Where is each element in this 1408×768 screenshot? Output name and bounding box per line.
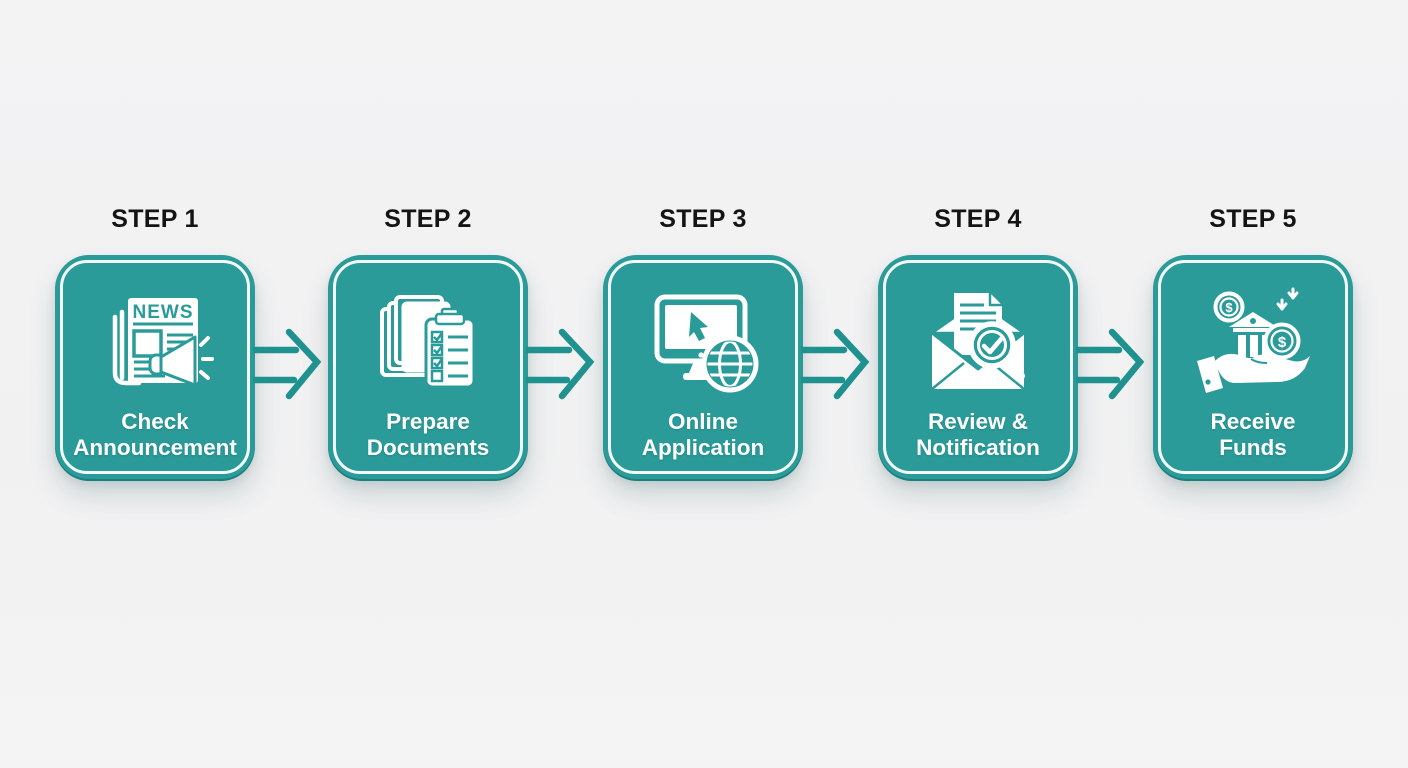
step-5-title: STEP 5 — [1209, 205, 1297, 233]
step-card-review-notification: Review & Notification — [878, 255, 1078, 479]
documents-clipboard-icon — [368, 277, 488, 405]
step-3-title: STEP 3 — [659, 205, 747, 233]
step-card-label: Prepare Documents — [366, 408, 490, 460]
step-card-check-announcement: NEWS Check Announcement — [55, 255, 255, 479]
arrow-right-icon-2 — [526, 328, 595, 400]
computer-globe-icon — [643, 277, 763, 405]
coin-dollar-text: $ — [1225, 300, 1233, 315]
step-card-label: Review & Notification — [916, 408, 1040, 460]
envelope-magnifier-icon — [918, 277, 1038, 405]
step-4-title: STEP 4 — [934, 205, 1022, 233]
arrow-right-icon-1 — [253, 328, 322, 400]
arrow-right-icon-3 — [801, 328, 870, 400]
step-card-label: Online Application — [641, 408, 765, 460]
step-card-label: Check Announcement — [73, 408, 237, 460]
step-card-label: Receive Funds — [1210, 408, 1296, 460]
newspaper-megaphone-icon: NEWS — [95, 277, 215, 405]
step-card-prepare-documents: Prepare Documents — [328, 255, 528, 479]
step-1-title: STEP 1 — [111, 205, 199, 233]
arrow-right-icon-4 — [1076, 328, 1145, 400]
step-2-title: STEP 2 — [384, 205, 472, 233]
hand-bank-coins-icon: $ $ — [1193, 277, 1313, 405]
news-headline-text: NEWS — [133, 302, 194, 323]
coin-dollar-text: $ — [1278, 334, 1287, 351]
step-card-receive-funds: $ $ Receive — [1153, 255, 1353, 479]
step-card-online-application: Online Application — [603, 255, 803, 479]
